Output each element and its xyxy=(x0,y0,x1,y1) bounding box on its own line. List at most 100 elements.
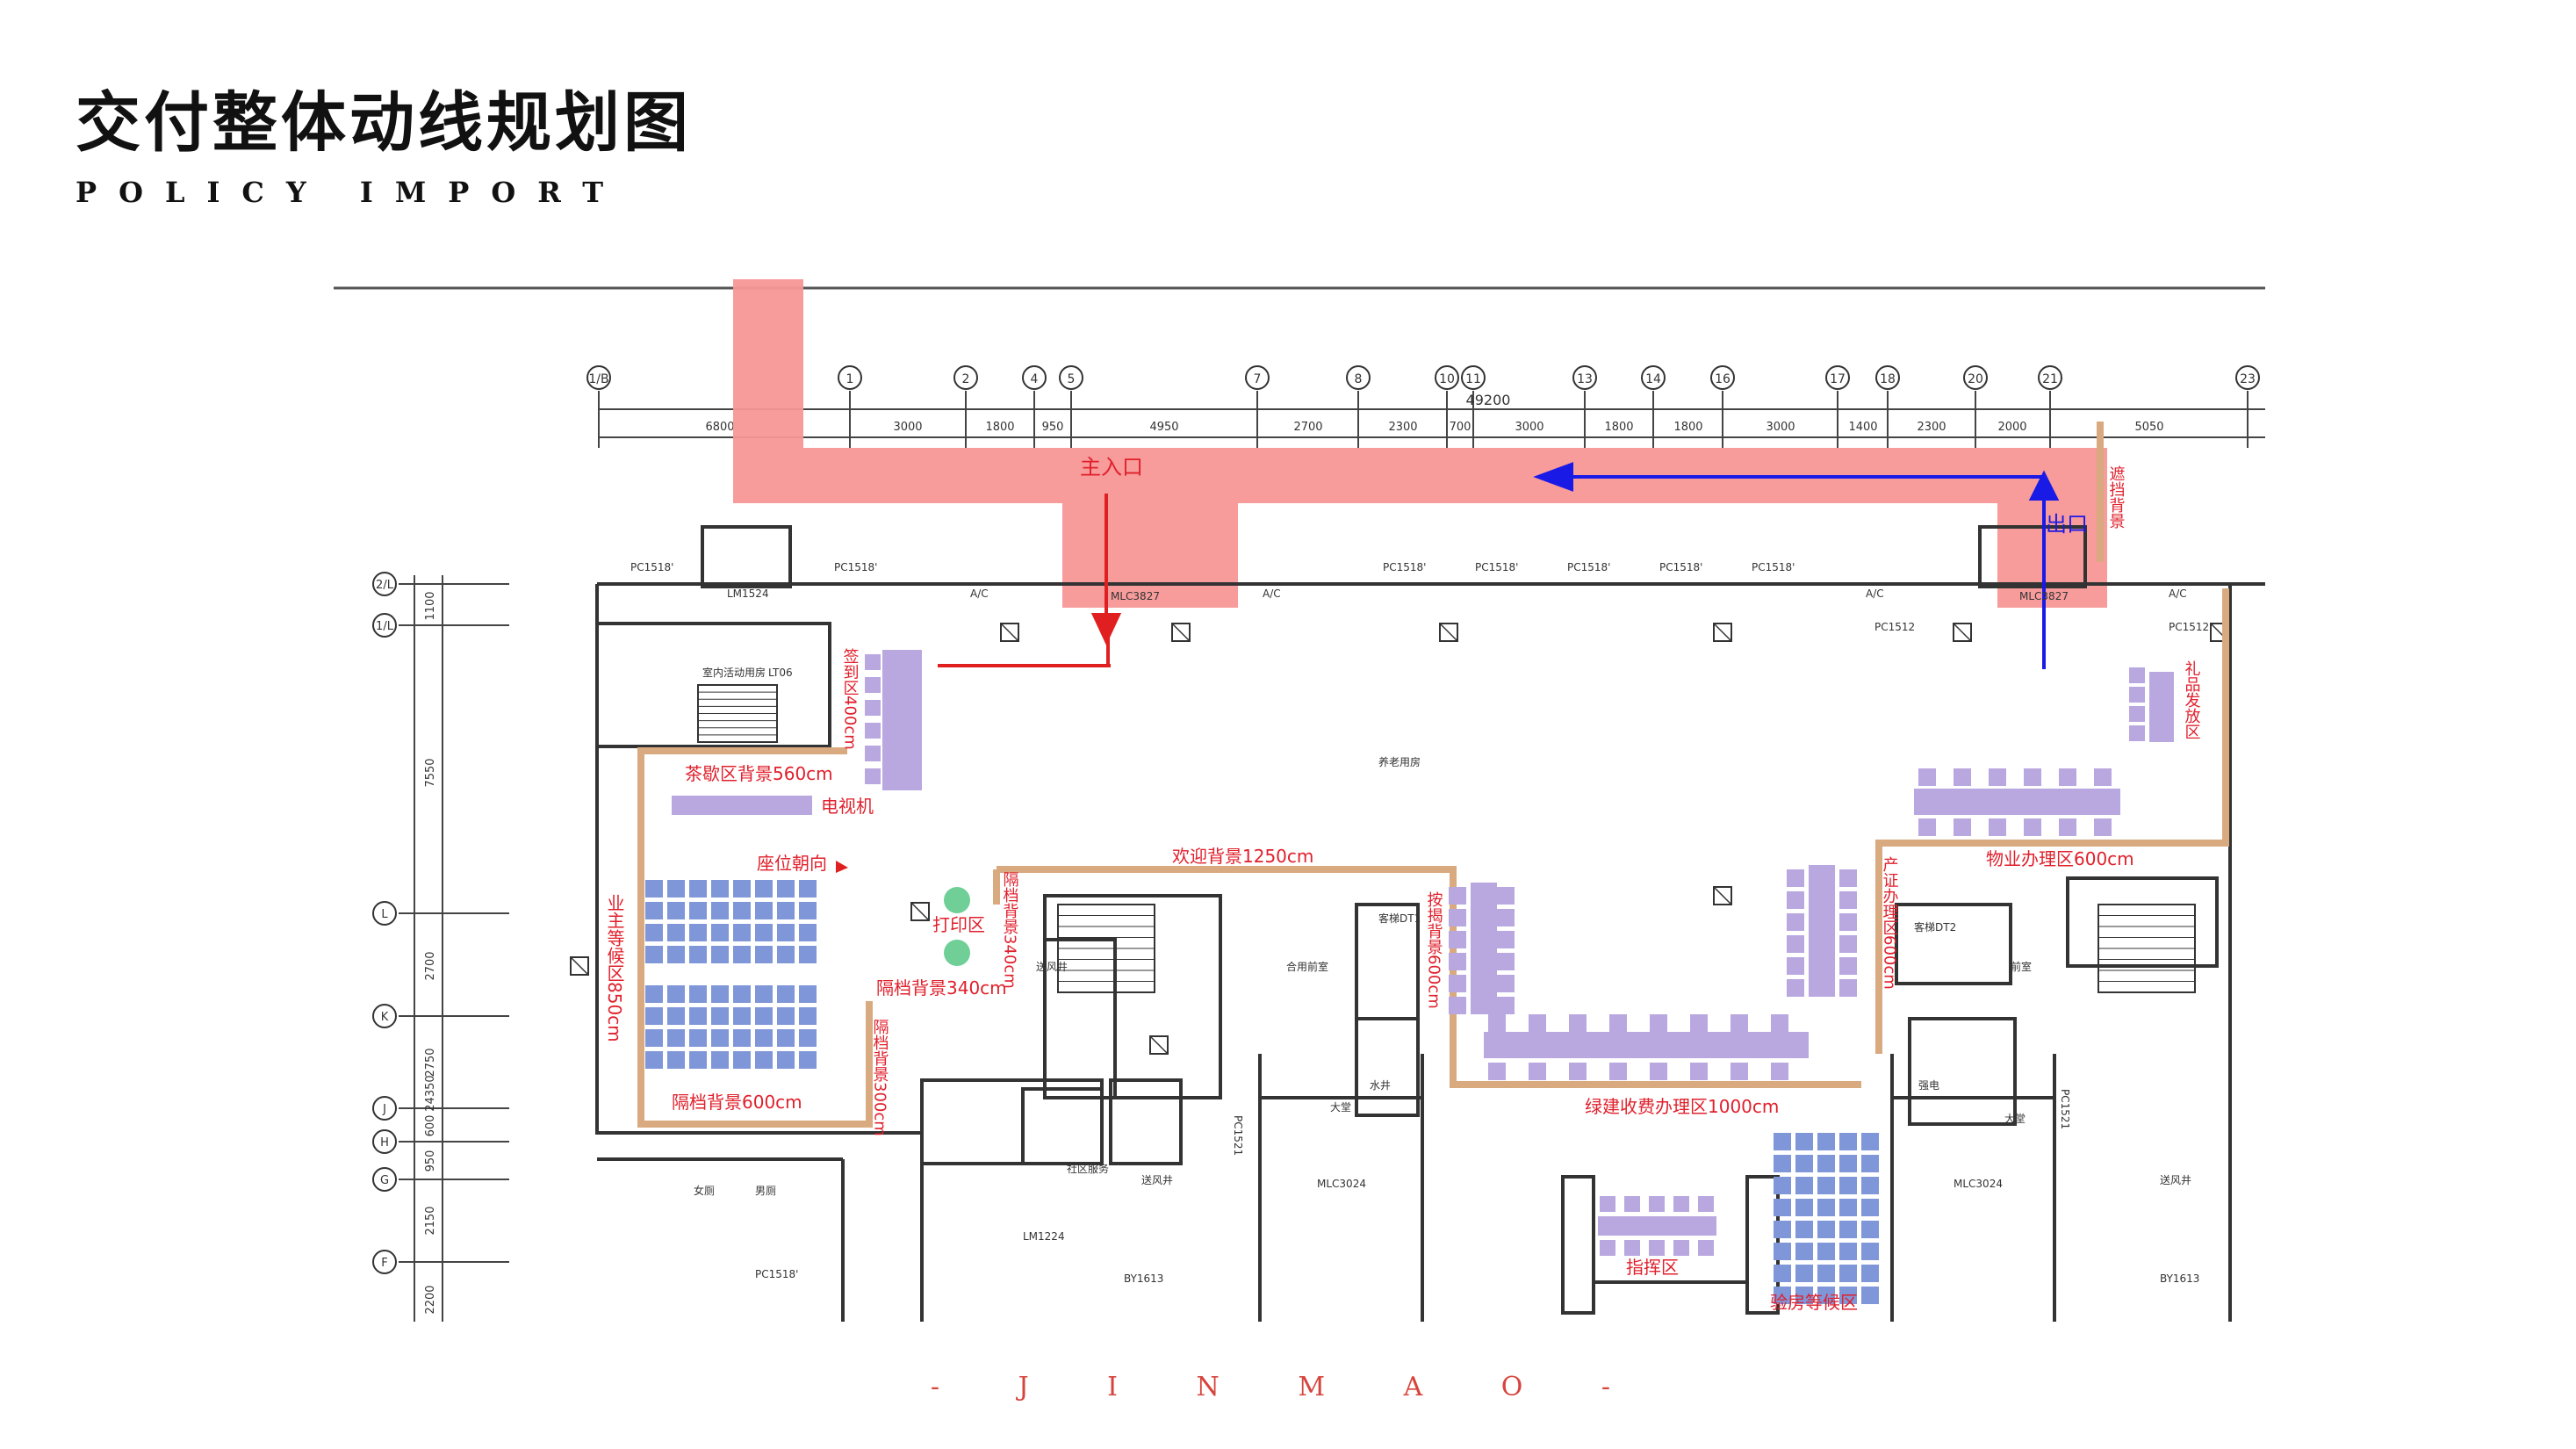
chair xyxy=(2094,818,2112,836)
svg-text:社区服务: 社区服务 xyxy=(1067,1162,1109,1175)
axis-bubble-top: 4 xyxy=(1022,365,1047,448)
seat xyxy=(777,1029,795,1047)
chair xyxy=(1488,1014,1506,1032)
seat xyxy=(1795,1199,1813,1216)
axis-bubble-top: 21 xyxy=(2038,365,2062,448)
chair xyxy=(2059,818,2076,836)
column xyxy=(1171,623,1191,642)
svg-text:客梯DT2: 客梯DT2 xyxy=(1914,920,1956,934)
print-area-label: 打印区 xyxy=(932,914,985,935)
seat xyxy=(755,946,773,963)
seat xyxy=(733,985,751,1003)
column xyxy=(1149,1035,1169,1055)
seat xyxy=(1839,1287,1857,1304)
dimension-label: 1800 xyxy=(1604,421,1633,434)
svg-text:PC1518': PC1518' xyxy=(1659,561,1702,573)
svg-text:17: 17 xyxy=(1830,372,1846,386)
chair xyxy=(865,677,881,693)
seat xyxy=(1839,1243,1857,1260)
svg-text:L: L xyxy=(381,908,388,921)
tv-label: 电视机 xyxy=(821,796,874,817)
svg-text:14: 14 xyxy=(1645,372,1661,386)
svg-text:PC1518': PC1518' xyxy=(1752,561,1795,573)
furniture xyxy=(672,650,2174,1236)
axis-bubble-top: 18 xyxy=(1875,365,1900,448)
seat xyxy=(1795,1265,1813,1282)
loan-bg-label: 按揭背景600cm xyxy=(1425,891,1443,1009)
svg-text:大堂: 大堂 xyxy=(1330,1101,1351,1114)
seat xyxy=(1861,1133,1879,1150)
seat xyxy=(689,985,707,1003)
seat xyxy=(711,880,729,898)
entry-arrow xyxy=(938,494,1122,667)
seat xyxy=(755,1007,773,1025)
chair xyxy=(1600,1240,1615,1256)
plan-tags: PC1518' PC1518' PC1518' PC1518' PC1518' … xyxy=(630,561,2209,1285)
svg-text:室内活动用房: 室内活动用房 xyxy=(702,666,766,679)
chair xyxy=(1690,1014,1708,1032)
chair xyxy=(1624,1196,1640,1212)
seat xyxy=(711,902,729,919)
seat xyxy=(1839,1199,1857,1216)
chairs xyxy=(865,654,2145,1256)
wait-area-label: 业主等候区850cm xyxy=(604,894,625,1042)
dimension-label: 700 xyxy=(1450,421,1471,434)
seat xyxy=(755,924,773,941)
seat xyxy=(1839,1177,1857,1194)
exit-arrow xyxy=(1533,462,2060,669)
chair xyxy=(1529,1063,1546,1080)
total-dimension: 49200 xyxy=(1466,392,1511,408)
left-dimension-label: 1100 xyxy=(424,591,437,620)
left-dimension-label: 2750 xyxy=(424,1048,437,1077)
left-dimension-label: 7550 xyxy=(424,758,437,787)
chair xyxy=(2094,768,2112,786)
axis-bubble-top: 10 xyxy=(1435,365,1459,448)
chair xyxy=(1698,1196,1714,1212)
seat xyxy=(1795,1155,1813,1172)
column xyxy=(570,956,589,976)
svg-text:PC1518': PC1518' xyxy=(834,561,877,573)
partition-300-label: 隔档背景300cm xyxy=(871,1019,889,1136)
seat xyxy=(755,1051,773,1069)
seat xyxy=(667,902,685,919)
seat xyxy=(799,1051,817,1069)
chair xyxy=(1497,931,1515,948)
chair xyxy=(1771,1014,1788,1032)
dimension-label: 950 xyxy=(1042,421,1064,434)
chair xyxy=(1449,975,1466,992)
entrance-label: 主入口 xyxy=(1080,455,1143,479)
axis-bubble-top: 2 xyxy=(953,365,978,448)
svg-text:F: F xyxy=(381,1257,387,1270)
seat xyxy=(799,924,817,941)
seat xyxy=(1839,1155,1857,1172)
axis-bubble-top: 20 xyxy=(1963,365,1988,448)
seat xyxy=(777,985,795,1003)
seat xyxy=(799,1029,817,1047)
svg-text:PC1518': PC1518' xyxy=(755,1268,798,1280)
chair xyxy=(2024,768,2041,786)
chair xyxy=(2129,667,2145,683)
svg-text:1/B: 1/B xyxy=(588,372,608,386)
svg-text:A/C: A/C xyxy=(2169,588,2187,600)
chair xyxy=(1497,909,1515,926)
seat xyxy=(1774,1155,1791,1172)
chair xyxy=(865,700,881,716)
svg-text:13: 13 xyxy=(1577,372,1593,386)
screen-bg-label: 遮挡背景 xyxy=(2107,465,2126,529)
seat xyxy=(1817,1133,1835,1150)
chair xyxy=(1839,957,1857,975)
seat xyxy=(1839,1265,1857,1282)
chair xyxy=(1449,931,1466,948)
svg-text:合用前室: 合用前室 xyxy=(1286,960,1328,973)
column xyxy=(1713,623,1732,642)
seat xyxy=(1795,1243,1813,1260)
seat xyxy=(777,902,795,919)
axis-bubble-left: L xyxy=(372,901,509,926)
property-label: 物业办理区600cm xyxy=(1986,848,2134,869)
svg-text:LM1224: LM1224 xyxy=(1023,1230,1065,1243)
seat xyxy=(1861,1155,1879,1172)
axis-bubble-top: 16 xyxy=(1710,365,1735,448)
building-walls xyxy=(595,525,2265,1322)
seat xyxy=(689,902,707,919)
svg-text:16: 16 xyxy=(1715,372,1731,386)
